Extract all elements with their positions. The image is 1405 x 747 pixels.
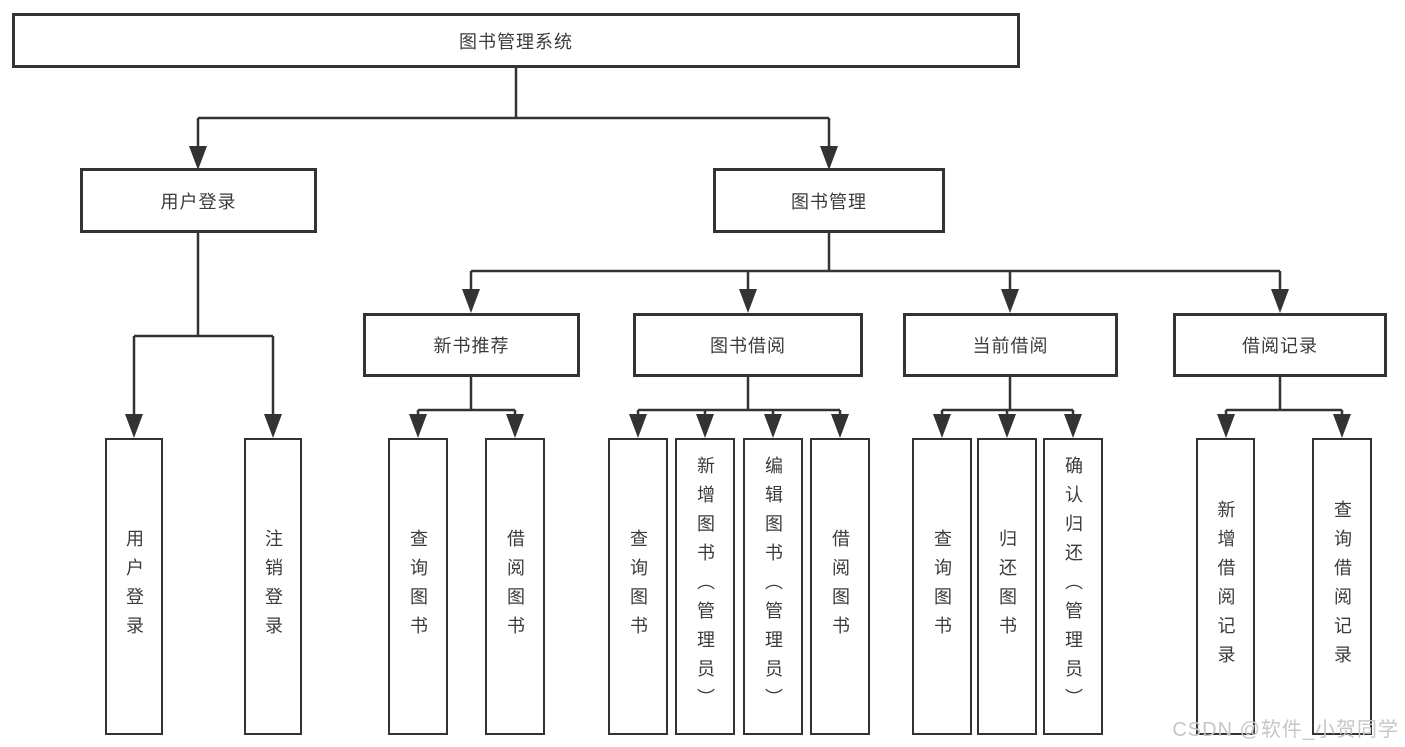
leaf-query-books-current-label: 查询图书 bbox=[932, 528, 952, 645]
leaf-borrow-books-borrowing: 借阅图书 bbox=[810, 438, 870, 735]
leaf-borrow-books-borrowing-label: 借阅图书 bbox=[830, 528, 850, 645]
leaf-confirm-return-admin-label: 确认归还（管理员） bbox=[1063, 456, 1083, 717]
leaf-user-login: 用户登录 bbox=[105, 438, 163, 735]
node-new-book-recommend-label: 新书推荐 bbox=[433, 336, 510, 356]
leaf-return-books: 归还图书 bbox=[977, 438, 1037, 735]
node-user-login-label: 用户登录 bbox=[160, 191, 237, 212]
node-book-borrowing: 图书借阅 bbox=[633, 313, 863, 377]
leaf-edit-book-admin-label: 编辑图书（管理员） bbox=[763, 456, 783, 717]
node-current-borrowing: 当前借阅 bbox=[903, 313, 1118, 377]
leaf-return-books-label: 归还图书 bbox=[997, 528, 1017, 645]
leaf-borrow-books-recommend: 借阅图书 bbox=[485, 438, 545, 735]
leaf-add-borrow-record-label: 新增借阅记录 bbox=[1215, 499, 1236, 674]
leaf-query-borrow-record-label: 查询借阅记录 bbox=[1332, 499, 1352, 674]
leaf-logout-label: 注销登录 bbox=[263, 528, 283, 645]
leaf-user-login-label: 用户登录 bbox=[124, 528, 144, 645]
leaf-query-borrow-record: 查询借阅记录 bbox=[1312, 438, 1372, 735]
node-user-login: 用户登录 bbox=[80, 168, 317, 233]
watermark: CSDN @软件_小贺同学 bbox=[1172, 719, 1399, 741]
leaf-add-book-admin: 新增图书（管理员） bbox=[675, 438, 735, 735]
node-current-borrowing-label: 当前借阅 bbox=[972, 336, 1049, 356]
leaf-query-books-borrowing-label: 查询图书 bbox=[628, 528, 648, 645]
leaf-confirm-return-admin: 确认归还（管理员） bbox=[1043, 438, 1103, 735]
leaf-edit-book-admin: 编辑图书（管理员） bbox=[743, 438, 803, 735]
node-library-system: 图书管理系统 bbox=[12, 13, 1020, 68]
leaf-query-books-borrowing: 查询图书 bbox=[608, 438, 668, 735]
node-book-borrowing-label: 图书借阅 bbox=[710, 336, 786, 356]
leaf-query-books-recommend-label: 查询图书 bbox=[408, 528, 428, 645]
node-borrow-records-label: 借阅记录 bbox=[1242, 336, 1318, 356]
leaf-add-borrow-record: 新增借阅记录 bbox=[1196, 438, 1255, 735]
leaf-query-books-current: 查询图书 bbox=[912, 438, 972, 735]
node-library-system-label: 图书管理系统 bbox=[459, 31, 573, 52]
node-book-management-label: 图书管理 bbox=[791, 191, 867, 212]
leaf-query-books-recommend: 查询图书 bbox=[388, 438, 448, 735]
node-book-management: 图书管理 bbox=[713, 168, 945, 233]
leaf-add-book-admin-label: 新增图书（管理员） bbox=[695, 456, 715, 717]
leaf-borrow-books-recommend-label: 借阅图书 bbox=[505, 528, 525, 645]
leaf-logout: 注销登录 bbox=[244, 438, 302, 735]
node-new-book-recommend: 新书推荐 bbox=[363, 313, 580, 377]
node-borrow-records: 借阅记录 bbox=[1173, 313, 1387, 377]
